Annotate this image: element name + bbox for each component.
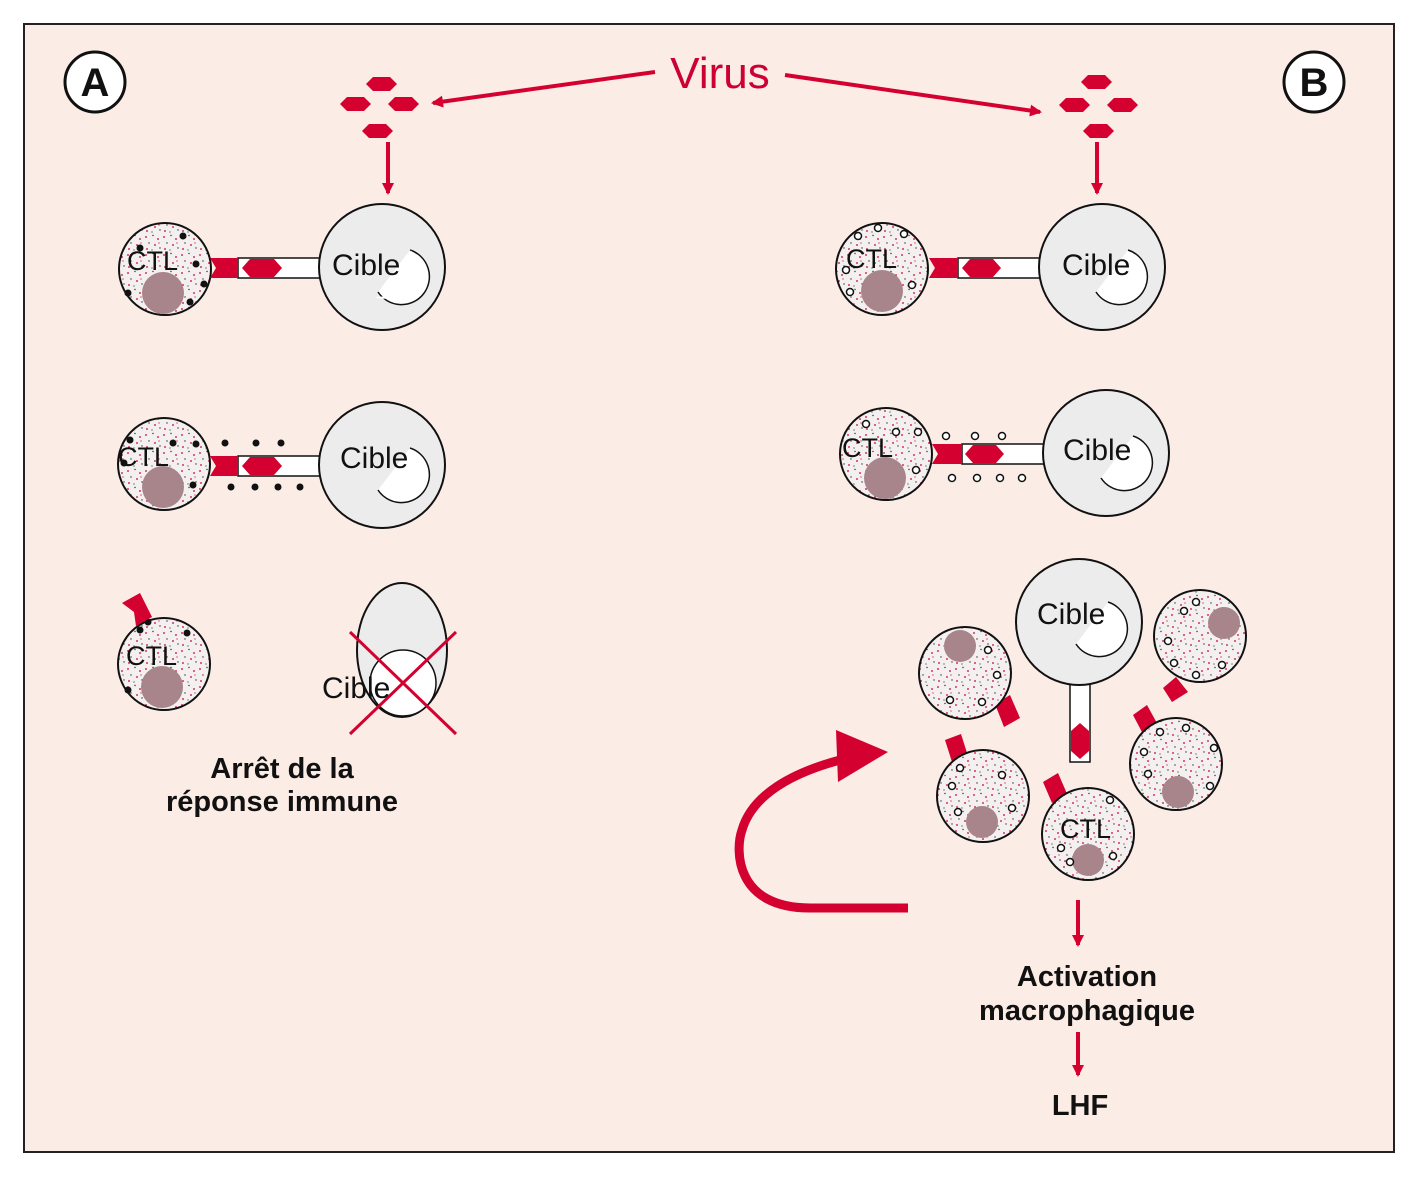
viral-antigen [242,457,282,475]
target-label: Cible [1062,249,1130,282]
ctl-nucleus [142,466,184,508]
tcr-receptor [122,593,152,626]
ctl-cell-mid-right [1129,705,1223,811]
viral-antigen [1071,723,1089,759]
ctl-label: CTL [846,244,897,274]
ctl-nucleus [861,270,903,312]
ctl-cell-top-left [918,626,1020,727]
ctl-label: CTL [126,641,177,671]
granule-dots [941,431,1027,483]
tcr-receptor [929,258,958,278]
panel-a-row2: CTL Cible [117,401,446,529]
target-label: Cible [332,249,400,282]
feedback-arrow [734,753,908,913]
virus-label: Virus [670,49,769,98]
virus-cluster-a [340,77,419,138]
panel-b-row2: CTL Cible [839,389,1170,517]
panel-b-badge: B [1282,50,1346,114]
tcr-receptor [210,258,238,278]
panel-background [23,23,1395,1153]
ctl-cell-top-right [1153,589,1247,702]
ctl-cell-bottom: CTL [1041,773,1135,881]
target-label: Cible [322,672,390,705]
caption-line-2: réponse immune [166,786,398,818]
ctl-label: CTL [127,246,178,276]
cross-mark [348,630,458,736]
panel-b-letter: B [1300,61,1329,105]
tcr-receptor [932,444,962,464]
tcr-receptor [210,456,238,476]
target-label: Cible [1063,434,1131,467]
panel-b-central-target: Cible [1015,558,1143,763]
granule-dots [221,439,304,491]
ctl-cell [117,417,211,511]
feedback-arrowhead [836,730,888,782]
panel-a-letter: A [81,61,110,105]
ctl-nucleus [141,666,183,708]
panel-a-row3: CTL Cible [117,582,458,736]
viral-antigen [965,445,1004,463]
ctl-label: CTL [1060,814,1111,844]
panel-b-row1: CTL Cible [835,203,1166,331]
ctl-label: CTL [118,442,169,472]
outcome-activation: Activation [1017,961,1157,993]
panel-a-row1: CTL Cible [118,203,446,331]
virus-cluster-b [1059,75,1138,138]
ctl-cell [839,407,933,501]
virus-arrow-right [784,73,1042,117]
target-label: Cible [1037,598,1105,631]
outcome-macrophagique: macrophagique [979,995,1195,1027]
caption-line-1: Arrêt de la [210,753,354,785]
virus-arrow-left [431,70,656,108]
viral-antigen [962,259,1001,277]
ctl-cell [835,222,929,316]
ctl-nucleus [142,272,184,314]
target-label: Cible [340,442,408,475]
ctl-label: CTL [842,433,893,463]
outcome-lhf: LHF [1052,1090,1108,1122]
viral-antigen [242,259,282,277]
ctl-cell-mid-left [936,734,1030,843]
ctl-nucleus [864,457,906,499]
panel-a-badge: A [63,50,127,114]
